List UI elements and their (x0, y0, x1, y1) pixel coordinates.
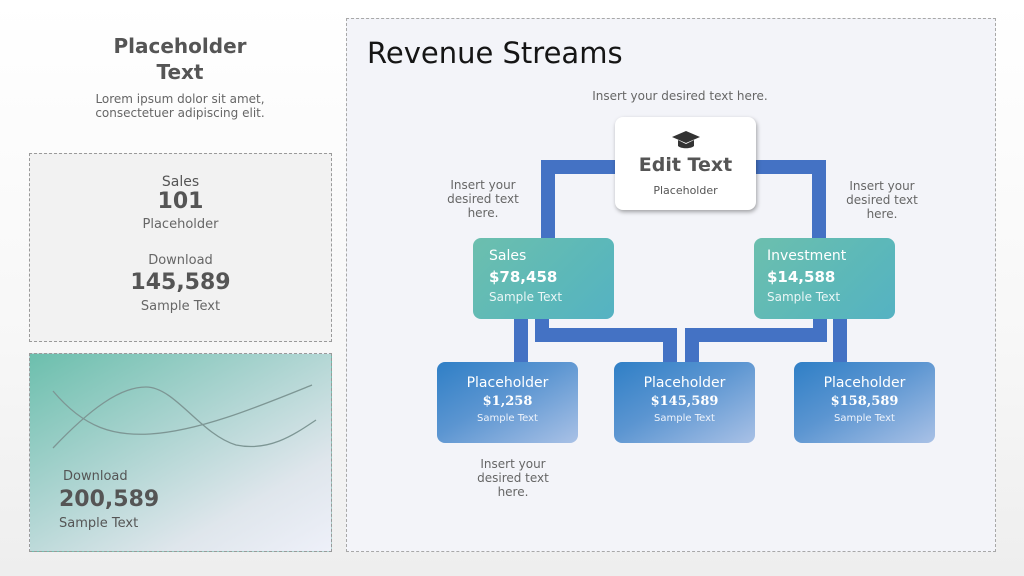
left-subtitle: Lorem ipsum dolor sit amet, consectetuer… (60, 92, 300, 120)
node-name: Sales (489, 248, 527, 264)
bottom-note: Insert your desired text here. (463, 457, 563, 499)
node-name: Investment (767, 248, 847, 264)
root-node[interactable]: Edit Text Placeholder (615, 117, 756, 210)
bottom-note-line2: desired text (477, 471, 549, 485)
chart-card: Download 200,589 Sample Text (29, 353, 332, 552)
right-note-line2: desired text (846, 193, 918, 207)
left-note-line1: Insert your (450, 178, 516, 192)
left-subtitle-line2: consectetuer adipiscing elit. (95, 106, 265, 120)
node-name: Placeholder (466, 375, 549, 391)
node-name: Placeholder (823, 375, 906, 391)
chart-card-value: 200,589 (59, 487, 160, 512)
node-value: $14,588 (767, 268, 836, 286)
node-value: $158,589 (830, 394, 899, 409)
node-sub: Sample Text (834, 413, 895, 424)
node-name: Placeholder (643, 375, 726, 391)
chart-card-sub: Sample Text (59, 516, 139, 531)
node-sub: Sample Text (477, 413, 538, 424)
node-value: $145,589 (650, 394, 719, 409)
page-title: Revenue Streams (367, 36, 623, 70)
left-subtitle-line1: Lorem ipsum dolor sit amet, (95, 92, 265, 106)
bottom-note-line3: here. (497, 485, 529, 499)
right-note-line1: Insert your (849, 179, 915, 193)
root-node-title: Edit Text (638, 154, 733, 176)
node-value: $1,258 (482, 394, 533, 409)
node-investment[interactable]: Investment $14,588 Sample Text (754, 238, 895, 319)
left-heading-line1: Placeholder (113, 34, 247, 58)
left-note-line3: here. (467, 206, 499, 220)
node-placeholder-1[interactable]: Placeholder $1,258 Sample Text (437, 362, 578, 443)
root-node-sub: Placeholder (653, 184, 718, 197)
node-value: $78,458 (489, 268, 558, 286)
bottom-note-line1: Insert your (480, 457, 546, 471)
node-sales[interactable]: Sales $78,458 Sample Text (473, 238, 614, 319)
wave-lines-graphic (52, 384, 317, 449)
node-placeholder-2[interactable]: Placeholder $145,589 Sample Text (614, 362, 755, 443)
node-sub: Sample Text (654, 413, 715, 424)
chart-card-label: Download (63, 469, 128, 484)
left-heading-line2: Text (156, 60, 204, 84)
sales-value: 101 (157, 189, 204, 214)
left-note: Insert your desired text here. (433, 178, 533, 220)
download-sub: Sample Text (140, 299, 221, 314)
node-sub: Sample Text (489, 290, 563, 304)
right-note: Insert your desired text here. (832, 179, 932, 221)
sales-sub: Placeholder (142, 217, 219, 232)
top-note: Insert your desired text here. (592, 89, 768, 103)
graduation-cap-icon (672, 131, 700, 149)
download-value: 145,589 (130, 270, 231, 295)
sales-label: Sales (161, 174, 200, 190)
node-placeholder-3[interactable]: Placeholder $158,589 Sample Text (794, 362, 935, 443)
stat-card: Sales 101 Placeholder Download 145,589 S… (29, 153, 332, 342)
left-heading: Placeholder Text (80, 33, 280, 85)
left-note-line2: desired text (447, 192, 519, 206)
download-label: Download (148, 253, 213, 268)
node-sub: Sample Text (767, 290, 841, 304)
right-note-line3: here. (866, 207, 898, 221)
